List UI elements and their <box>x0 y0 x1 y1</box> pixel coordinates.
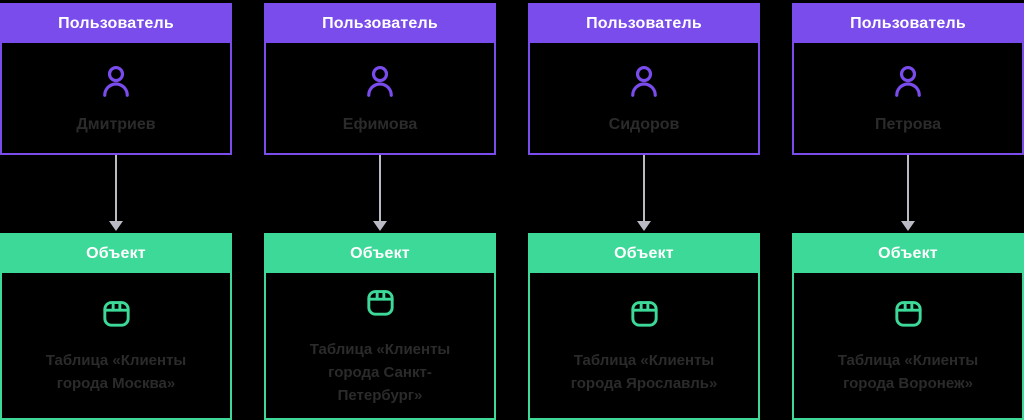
user-card-header: Пользователь <box>2 5 230 43</box>
object-card-body: Таблица «Клиенты города Санкт-Петербург» <box>266 273 494 418</box>
user-card-body: Ефимова <box>266 43 494 153</box>
object-card-header: Объект <box>266 235 494 273</box>
arrow-line <box>115 155 117 221</box>
user-name: Ефимова <box>342 116 418 133</box>
user-card: Пользователь Дмитриев <box>0 3 232 155</box>
user-card: Пользователь Сидоров <box>528 3 760 155</box>
user-icon <box>361 62 399 100</box>
object-label: Таблица «Клиенты города Москва» <box>45 352 187 392</box>
object-card-header: Объект <box>2 235 230 273</box>
user-card: Пользователь Петрова <box>792 3 1024 155</box>
object-card-body: Таблица «Клиенты города Воронеж» <box>794 273 1022 418</box>
arrow-head-icon <box>901 221 915 231</box>
user-icon <box>97 62 135 100</box>
object-card-header: Объект <box>794 235 1022 273</box>
user-card-body: Сидоров <box>530 43 758 153</box>
user-object-column: Пользователь Петрова Объект <box>792 3 1024 420</box>
user-name: Сидоров <box>608 116 680 133</box>
object-label: Таблица «Клиенты города Ярославль» <box>570 352 718 392</box>
arrow-head-icon <box>637 221 651 231</box>
down-arrow <box>792 155 1024 233</box>
down-arrow <box>0 155 232 233</box>
table-icon <box>891 296 926 331</box>
user-object-column: Пользователь Дмитриев Объект <box>0 3 232 420</box>
table-icon <box>627 296 662 331</box>
table-icon <box>363 285 398 320</box>
object-card: Объект Таблица «Клиенты города Ярославль… <box>528 233 760 420</box>
user-card-header: Пользователь <box>530 5 758 43</box>
table-icon <box>99 296 134 331</box>
arrow-head-icon <box>109 221 123 231</box>
arrow-line <box>379 155 381 221</box>
user-name: Дмитриев <box>76 116 156 133</box>
user-icon <box>889 62 927 100</box>
user-card-header: Пользователь <box>266 5 494 43</box>
object-label: Таблица «Клиенты города Воронеж» <box>837 352 979 392</box>
object-card: Объект Таблица «Клиенты города Санкт-Пет… <box>264 233 496 420</box>
user-name: Петрова <box>874 116 942 133</box>
user-card-header: Пользователь <box>794 5 1022 43</box>
user-object-column: Пользователь Сидоров Объект <box>528 3 760 420</box>
user-card-body: Дмитриев <box>2 43 230 153</box>
user-card: Пользователь Ефимова <box>264 3 496 155</box>
object-label: Таблица «Клиенты города Санкт-Петербург» <box>309 340 451 404</box>
object-card: Объект Таблица «Клиенты города Москва» <box>0 233 232 420</box>
arrow-head-icon <box>373 221 387 231</box>
object-card-body: Таблица «Клиенты города Москва» <box>2 273 230 418</box>
arrow-line <box>643 155 645 221</box>
user-icon <box>625 62 663 100</box>
user-object-column: Пользователь Ефимова Объект <box>264 3 496 420</box>
object-card-header: Объект <box>530 235 758 273</box>
down-arrow <box>528 155 760 233</box>
arrow-line <box>907 155 909 221</box>
user-card-body: Петрова <box>794 43 1022 153</box>
object-card-body: Таблица «Клиенты города Ярославль» <box>530 273 758 418</box>
object-card: Объект Таблица «Клиенты города Воронеж» <box>792 233 1024 420</box>
down-arrow <box>264 155 496 233</box>
